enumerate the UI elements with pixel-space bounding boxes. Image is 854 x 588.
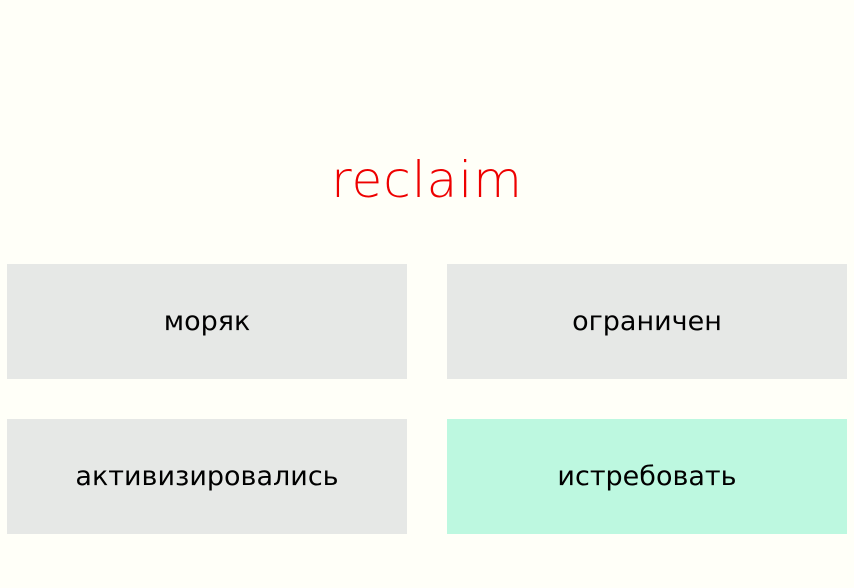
answer-option-2[interactable]: ограничен: [447, 264, 847, 379]
answer-option-label: активизировались: [75, 461, 339, 492]
answer-option-1[interactable]: моряк: [7, 264, 407, 379]
answer-option-label: моряк: [163, 306, 251, 337]
answer-option-label: истребовать: [557, 461, 737, 492]
answer-option-4[interactable]: истребовать: [447, 419, 847, 534]
answer-option-label: ограничен: [572, 306, 722, 337]
prompt-word: reclaim: [331, 151, 523, 209]
answer-option-3[interactable]: активизировались: [7, 419, 407, 534]
